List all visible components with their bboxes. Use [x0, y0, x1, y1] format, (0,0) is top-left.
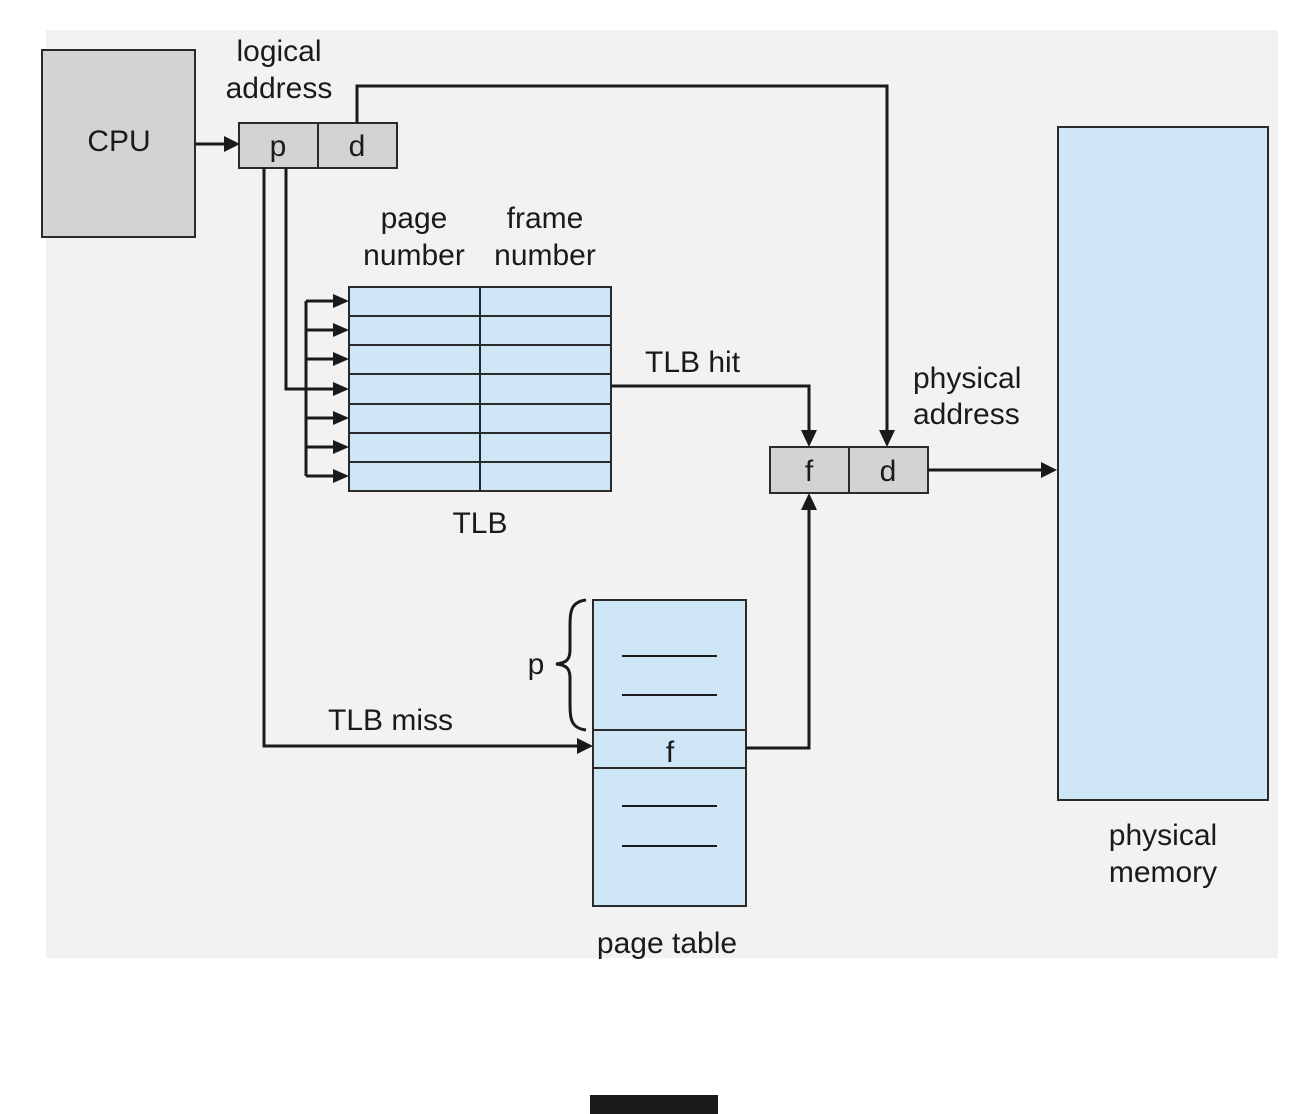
page-table-to-frame-arrowhead [801, 493, 817, 510]
logical-offset-label: d [349, 130, 366, 163]
physical-frame-label: f [805, 455, 814, 488]
tlb-search-arrowhead [333, 382, 349, 396]
tlb-header-page-line2: number [363, 239, 465, 272]
tlb-table [348, 286, 612, 492]
tlb-header-frame-line2: number [494, 239, 596, 272]
cpu-label: CPU [87, 125, 150, 158]
page-index-label: p [528, 648, 545, 681]
tlb-search-arrowhead [333, 469, 349, 483]
tlb-hit-label: TLB hit [645, 346, 741, 379]
tlb-miss-arrowhead [577, 738, 593, 754]
physical-offset-label: d [880, 455, 897, 488]
address-to-memory-arrowhead [1041, 462, 1057, 478]
physical-memory-caption-line2: memory [1109, 856, 1217, 889]
tlb-hit-arrowhead [801, 430, 817, 447]
physical-offset-field [848, 446, 929, 494]
tlb-search-arrowhead [333, 440, 349, 454]
tlb-search-line [284, 168, 306, 391]
offset-route-arrowhead [879, 430, 895, 447]
page-table: f [592, 599, 747, 907]
cpu-box [41, 49, 196, 238]
logical-address-caption-line1: logical [236, 35, 321, 68]
page-table-frame-label: f [666, 736, 675, 769]
page-table-box [592, 599, 747, 907]
logical-page-label: p [270, 130, 287, 163]
cpu-to-logical-arrowhead [224, 136, 240, 152]
tlb-miss-line [262, 168, 578, 748]
logical-offset-field [317, 122, 398, 169]
tlb-search-arrowhead [333, 323, 349, 337]
logical-page-field [238, 122, 319, 169]
physical-address-caption-line1: physical [913, 362, 1021, 395]
tlb-label: TLB [452, 507, 507, 540]
page-table-label: page table [597, 927, 737, 960]
bottom-bar [590, 1095, 718, 1114]
tlb-hit-line [611, 384, 811, 434]
physical-frame-field [769, 446, 850, 494]
tlb-search-arrowhead [333, 352, 349, 366]
tlb-header-page-line1: page [381, 202, 448, 235]
physical-address-register: f d [769, 446, 929, 494]
physical-memory-caption-line1: physical [1109, 819, 1217, 852]
tlb-miss-label: TLB miss [328, 704, 453, 737]
cpu-block: CPU [41, 49, 196, 238]
tlb-search-arrows [306, 294, 349, 483]
page-index-brace [555, 598, 587, 732]
logical-address-caption-line2: address [226, 72, 333, 105]
physical-memory-box [1057, 126, 1269, 801]
tlb-search-arrowhead [333, 294, 349, 308]
tlb-header-frame-line1: frame [507, 202, 584, 235]
logical-address-register: p d [238, 122, 398, 169]
page-table-to-frame-line [746, 508, 811, 750]
tlb-search-arrowhead [333, 411, 349, 425]
offset-route-line [355, 84, 889, 434]
physical-address-caption-line2: address [913, 398, 1020, 431]
